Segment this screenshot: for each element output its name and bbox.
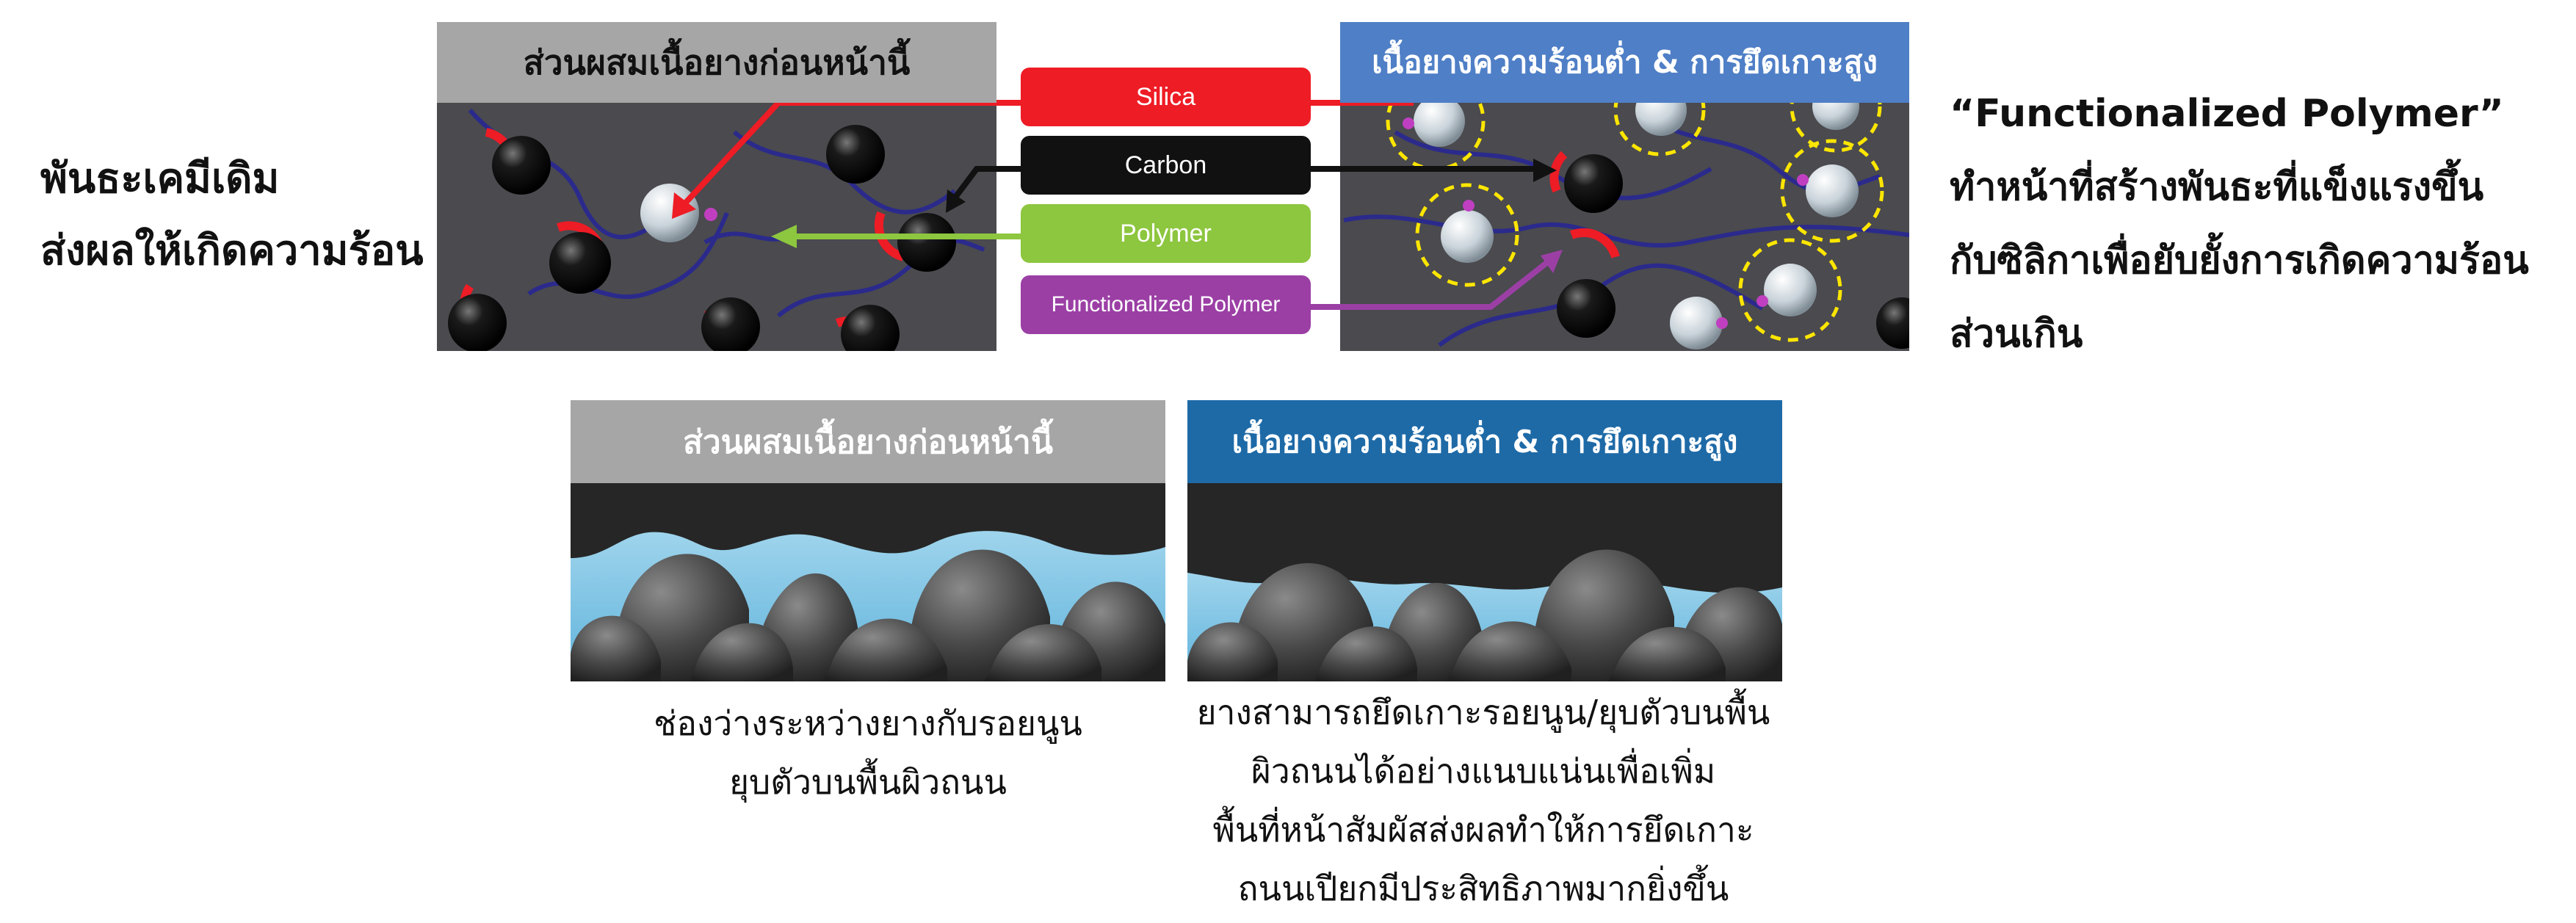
legend-carbon-label: Carbon — [1124, 151, 1207, 179]
right-description-line: ทำหน้าที่สร้างพันธะที่แข็งแรงขึ้น — [1950, 165, 2484, 209]
connector-arrows — [672, 100, 1563, 310]
right-description-line: ส่วนเกิน — [1950, 312, 2083, 356]
caption-line: ยุบตัวบนพื้นผิวถนน — [729, 762, 1007, 802]
legend-carbon: Carbon — [1021, 136, 1311, 195]
bottom-right-caption: ยางสามารถยึดเกาะรอยนูน/ยุบตัวบนพื้น ผิวถ… — [1160, 683, 1806, 918]
right-description-line: กับซิลิกาเพื่อยับยั้งการเกิดความร้อน — [1950, 239, 2529, 283]
legend-silica-label: Silica — [1135, 82, 1196, 111]
caption-line: ช่องว่างระหว่างยางกับรอยนูน — [654, 703, 1082, 743]
bottom-right-road-panel — [1187, 483, 1782, 681]
legend-polymer: Polymer — [1021, 204, 1311, 263]
left-description-line: ส่งผลให้เกิดความร้อน — [40, 227, 424, 275]
legend-silica: Silica — [1021, 68, 1311, 126]
legend-functionalized-polymer: Functionalized Polymer — [1021, 275, 1311, 334]
caption-line: ถนนเปียกมีประสิทธิภาพมากยิ่งขึ้น — [1237, 869, 1729, 908]
left-description: พันธะเคมีเดิม ส่งผลให้เกิดความร้อน — [40, 143, 424, 287]
top-left-molecule-panel — [437, 103, 996, 351]
bottom-left-caption: ช่องว่างระหว่างยางกับรอยนูน ยุบตัวบนพื้น… — [571, 694, 1165, 811]
top-left-panel-title: ส่วนผสมเนื้อยางก่อนหน้านี้ — [437, 22, 996, 103]
legend-polymer-label: Polymer — [1120, 219, 1212, 247]
bottom-right-panel-title: เนื้อยางความร้อนต่ำ & การยึดเกาะสูง — [1187, 400, 1782, 483]
caption-line: พื้นที่หน้าสัมผัสส่งผลทำให้การยึดเกาะ — [1212, 810, 1754, 850]
top-right-molecule-panel — [1340, 103, 1909, 351]
bottom-left-road-panel — [571, 483, 1165, 681]
left-description-line: พันธะเคมีเดิม — [40, 155, 280, 203]
right-description: “Functionalized Polymer” ทำหน้าที่สร้างพ… — [1950, 77, 2529, 371]
caption-line: ยางสามารถยึดเกาะรอยนูน/ยุบตัวบนพื้น — [1196, 692, 1770, 732]
top-right-panel-title: เนื้อยางความร้อนต่ำ & การยึดเกาะสูง — [1340, 22, 1909, 103]
caption-line: ผิวถนนได้อย่างแนบแน่นเพื่อเพิ่ม — [1251, 751, 1716, 791]
right-description-line: “Functionalized Polymer” — [1950, 92, 2504, 136]
legend-functionalized-polymer-label: Functionalized Polymer — [1051, 292, 1281, 316]
bottom-left-panel-title: ส่วนผสมเนื้อยางก่อนหน้านี้ — [571, 400, 1165, 483]
